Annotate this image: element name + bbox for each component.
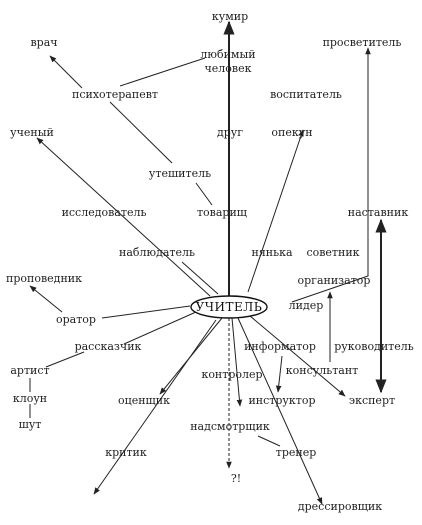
edge-psychotherapist-comforter bbox=[109, 101, 173, 164]
edge-teacher-scientist bbox=[36, 137, 211, 297]
center-label: УЧИТЕЛЬ bbox=[196, 300, 263, 314]
label-artist: артист bbox=[10, 364, 49, 377]
label-critic: критик bbox=[105, 446, 147, 459]
label-enlightener: просветитель bbox=[323, 36, 402, 49]
label-informator: информатор bbox=[244, 340, 316, 353]
label-jester: шут bbox=[19, 418, 42, 431]
label-supervisor: надсмотрщик bbox=[190, 420, 270, 433]
label-trainer: дрессировщик bbox=[298, 500, 382, 513]
label-organizer: организатор bbox=[298, 274, 371, 287]
edge-teacher-orator bbox=[101, 305, 191, 319]
label-comrade: товарищ bbox=[197, 206, 247, 219]
edge-teacher-observer bbox=[181, 261, 219, 295]
label-instructor: инструктор bbox=[248, 394, 315, 407]
edge-teacher-critic bbox=[93, 319, 217, 495]
label-comforter: утешитель bbox=[149, 167, 211, 180]
label-idol: кумир bbox=[212, 10, 248, 23]
edge-psychotherapist-doctor bbox=[49, 55, 83, 89]
label-coach: тренер bbox=[276, 446, 317, 459]
label-educator: воспитатель bbox=[270, 88, 342, 101]
label-preacher: проповедник bbox=[6, 272, 82, 285]
label-friend: друг bbox=[217, 126, 243, 139]
edges bbox=[29, 20, 387, 505]
label-guardian: опекун bbox=[271, 126, 312, 139]
label-observer: наблюдатель bbox=[119, 246, 195, 259]
label-controller: контролер bbox=[201, 368, 262, 381]
label-nanny: нянька bbox=[251, 246, 292, 259]
label-researcher: исследователь bbox=[62, 206, 147, 219]
label-beloved: любимый bbox=[200, 48, 255, 61]
label-expert: эксперт bbox=[349, 394, 395, 407]
edge-nanny-educator bbox=[247, 129, 304, 293]
edge-comforter-teacher bbox=[195, 182, 213, 206]
edge-orator-preacher bbox=[29, 285, 63, 313]
label-storyteller: рассказчик bbox=[75, 340, 142, 353]
label-advisor: советник bbox=[306, 246, 359, 259]
edge-informator-instructor bbox=[275, 355, 283, 393]
center-ellipse bbox=[190, 295, 268, 319]
label-question: ?! bbox=[231, 472, 241, 485]
edge-teacher-storyteller bbox=[123, 311, 197, 345]
label-mentor: наставник bbox=[348, 206, 409, 219]
label-clown: клоун bbox=[13, 392, 47, 405]
label-person: человек bbox=[205, 62, 252, 75]
label-manager: руководитель bbox=[334, 340, 414, 353]
labels: кумир врач любимый человек просветитель … bbox=[6, 10, 414, 513]
edge-teacher-trainer bbox=[237, 317, 323, 505]
edge-teacher-instructor bbox=[231, 317, 243, 407]
label-doctor: врач bbox=[30, 36, 57, 49]
label-consultant: консультант bbox=[286, 364, 359, 377]
label-orator: оратор bbox=[56, 313, 96, 326]
edge-storyteller-artist bbox=[45, 351, 85, 368]
edge-beloved-psychotherapist bbox=[119, 57, 206, 87]
center-node: УЧИТЕЛЬ bbox=[190, 295, 268, 319]
label-evaluator: оценщик bbox=[118, 394, 170, 407]
edge-teacher-expert bbox=[249, 315, 346, 397]
label-scientist: ученый bbox=[10, 126, 54, 139]
label-psychotherapist: психотерапевт bbox=[72, 88, 158, 101]
edge-leader-enlightener bbox=[291, 47, 371, 303]
label-leader: лидер bbox=[289, 299, 324, 312]
edge-supervisor-coach bbox=[257, 435, 281, 447]
